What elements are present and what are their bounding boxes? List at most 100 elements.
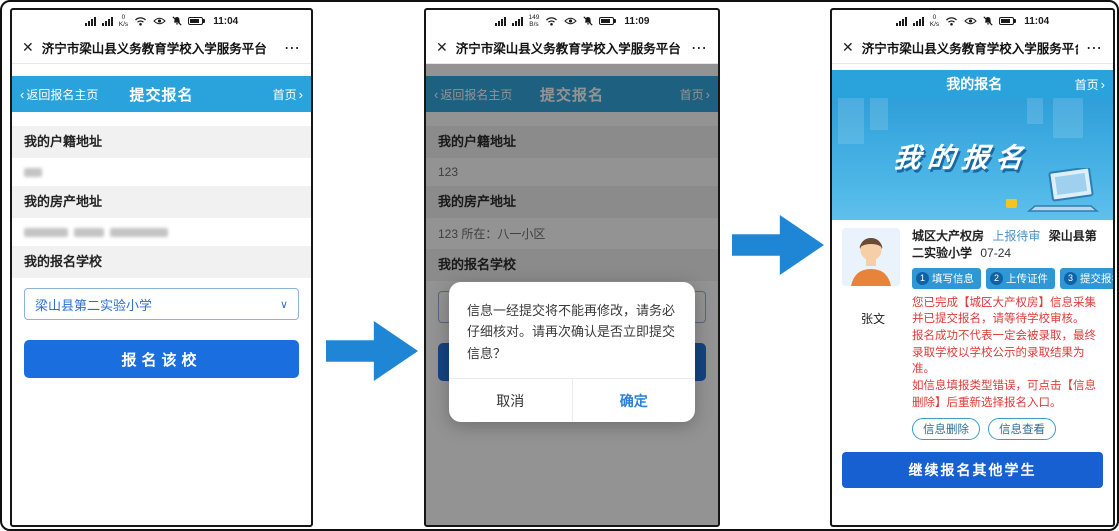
chevron-left-icon: ‹	[20, 86, 25, 102]
app-title: 济宁市梁山县义务教育学校入学服务平台	[455, 42, 681, 56]
app-title: 济宁市梁山县义务教育学校入学服务平台	[41, 42, 267, 56]
registration-detail: 城区大产权房 上报待审 梁山县第二实验小学 07-24 1 填写信息 2 上传证…	[912, 228, 1113, 441]
school-select[interactable]: 梁山县第二实验小学 ∨	[24, 288, 299, 320]
spacer	[426, 64, 718, 76]
dialog-message: 信息一经提交将不能再修改，请务必仔细核对。请再次确认是否立即提交信息？	[467, 303, 676, 361]
progress-steps: 1 填写信息 2 上传证件 3 提交报名	[912, 267, 1113, 289]
home-button[interactable]: 首页 ›	[1075, 76, 1105, 93]
status-time: 11:04	[213, 15, 239, 27]
step-label: 填写信息	[932, 272, 974, 285]
status-notice: 您已完成【城区大产权房】信息采集并已提交报名，请等待学校审核。 报名成功不代表一…	[912, 295, 1103, 412]
phone-screen-1: 0 K/s 11:04 ✕ 济宁市梁山县义务教育学校入学服务平台 ⋯ ‹ 返回报…	[10, 8, 313, 527]
home-label: 首页	[679, 87, 704, 102]
app-title: 济宁市梁山县义务教育学校入学服务平台	[861, 42, 1078, 56]
network-speed: 0 K/s	[118, 13, 129, 28]
continue-register-button[interactable]: 继续报名其他学生	[842, 452, 1103, 489]
status-bar: 0 K/s 11:04	[12, 10, 311, 32]
step-label: 提交报名	[1080, 272, 1113, 285]
field-label-school: 我的报名学校	[426, 249, 718, 281]
network-speed: 149 B/s	[528, 13, 540, 28]
app-title-bar: ✕ 济宁市梁山县义务教育学校入学服务平台 ⋯	[426, 32, 718, 64]
close-icon[interactable]: ✕	[22, 39, 34, 55]
building-shape	[1053, 98, 1083, 138]
nav-bar: ‹ 返回报名主页 提交报名 首页 ›	[426, 76, 718, 112]
student-column: 张文	[842, 228, 904, 440]
step-number: 2	[990, 271, 1003, 285]
property-value-text: 123 所在：八一小区	[438, 227, 546, 241]
step-number: 1	[916, 271, 929, 285]
close-icon[interactable]: ✕	[842, 39, 854, 55]
my-registration-banner: 我的报名	[832, 98, 1113, 220]
home-label: 首页	[272, 87, 297, 102]
status-bar: 0 K/s 11:04	[832, 10, 1113, 32]
status-bar: 149 B/s 11:09	[426, 10, 718, 32]
more-icon[interactable]: ⋯	[691, 39, 708, 57]
record-line: 城区大产权房 上报待审 梁山县第二实验小学 07-24	[912, 228, 1103, 263]
nav-bar: ‹ 返回报名主页 提交报名 首页 ›	[12, 76, 311, 112]
eye-icon	[964, 17, 977, 25]
dialog-buttons: 取消 确定	[449, 378, 695, 423]
registration-summary: 张文 城区大产权房 上报待审 梁山县第二实验小学 07-24 1 填写信息 2	[832, 220, 1113, 441]
wifi-icon	[946, 17, 958, 26]
signal-icon	[494, 17, 506, 26]
signal-icon	[912, 17, 924, 26]
notice-line: 报名成功不代表一定会被录取，最终录取学校以学校公示的录取结果为准。	[912, 330, 1096, 376]
confirm-button[interactable]: 确定	[619, 392, 648, 409]
back-label: 返回报名主页	[26, 87, 99, 102]
spacer	[12, 64, 311, 76]
redacted-text	[24, 167, 42, 177]
network-speed: 0 K/s	[929, 13, 940, 28]
status-time: 11:09	[624, 15, 650, 27]
home-button[interactable]: 首页 ›	[273, 86, 303, 103]
hukou-value-text: 123	[438, 165, 459, 179]
school-select-value: 梁山县第二实验小学	[35, 297, 153, 313]
field-value-property: 123 所在：八一小区	[426, 218, 718, 249]
battery-icon	[999, 17, 1017, 25]
status-time: 11:04	[1024, 15, 1050, 27]
signal-icon	[84, 17, 96, 26]
notice-line: 如信息填报类型错误，可点击【信息删除】后重新选择报名入口。	[912, 380, 1096, 409]
signal-icon	[511, 17, 523, 26]
cancel-button[interactable]: 取消	[449, 379, 573, 423]
record-type: 城区大产权房	[912, 229, 985, 243]
back-button[interactable]: ‹ 返回报名主页	[434, 86, 512, 103]
field-label-property: 我的房产地址	[12, 186, 311, 218]
phone-screen-3: 0 K/s 11:04 ✕ 济宁市梁山县义务教育学校入学服务平台 ⋯ 我的报名 …	[830, 8, 1115, 527]
step-arrow-icon	[326, 321, 418, 381]
home-label: 首页	[1074, 77, 1099, 92]
wifi-icon	[135, 17, 147, 26]
mug-illustration	[1006, 199, 1017, 208]
field-value-hukou: 123	[426, 158, 718, 186]
back-button[interactable]: ‹ 返回报名主页	[20, 86, 98, 103]
eye-icon	[564, 17, 578, 25]
wifi-icon	[546, 17, 558, 26]
view-info-button[interactable]: 信息查看	[988, 418, 1056, 441]
redacted-text	[110, 227, 168, 237]
delete-info-button[interactable]: 信息删除	[912, 418, 980, 441]
eye-icon	[153, 17, 166, 25]
record-date: 07-24	[980, 246, 1012, 261]
app-title-bar: ✕ 济宁市梁山县义务教育学校入学服务平台 ⋯	[12, 32, 311, 64]
redacted-text	[24, 227, 68, 237]
home-button[interactable]: 首页 ›	[680, 86, 710, 103]
battery-icon	[188, 17, 206, 25]
building-shape	[838, 98, 864, 144]
battery-icon	[599, 17, 617, 25]
step-number: 3	[1064, 271, 1077, 285]
more-icon[interactable]: ⋯	[284, 39, 301, 57]
avatar-illustration	[842, 228, 900, 286]
dimmed-page: ‹ 返回报名主页 提交报名 首页 › 我的户籍地址 123 我的房产地址 123…	[426, 64, 718, 525]
more-icon[interactable]: ⋯	[1086, 39, 1103, 57]
submit-school-button[interactable]: 报名该校	[24, 340, 299, 378]
close-icon[interactable]: ✕	[436, 39, 448, 55]
field-label-hukou: 我的户籍地址	[426, 126, 718, 158]
record-school: 梁山县第二实验小学	[912, 229, 1097, 261]
laptop-illustration	[1026, 168, 1099, 212]
field-value-property	[12, 218, 311, 246]
step-label: 上传证件	[1006, 272, 1048, 285]
record-actions: 信息删除 信息查看	[912, 418, 1103, 441]
building-shape	[870, 98, 888, 130]
step-upload-docs: 2 上传证件	[986, 267, 1055, 289]
building-shape	[1027, 98, 1043, 124]
mute-bell-icon	[983, 16, 993, 26]
